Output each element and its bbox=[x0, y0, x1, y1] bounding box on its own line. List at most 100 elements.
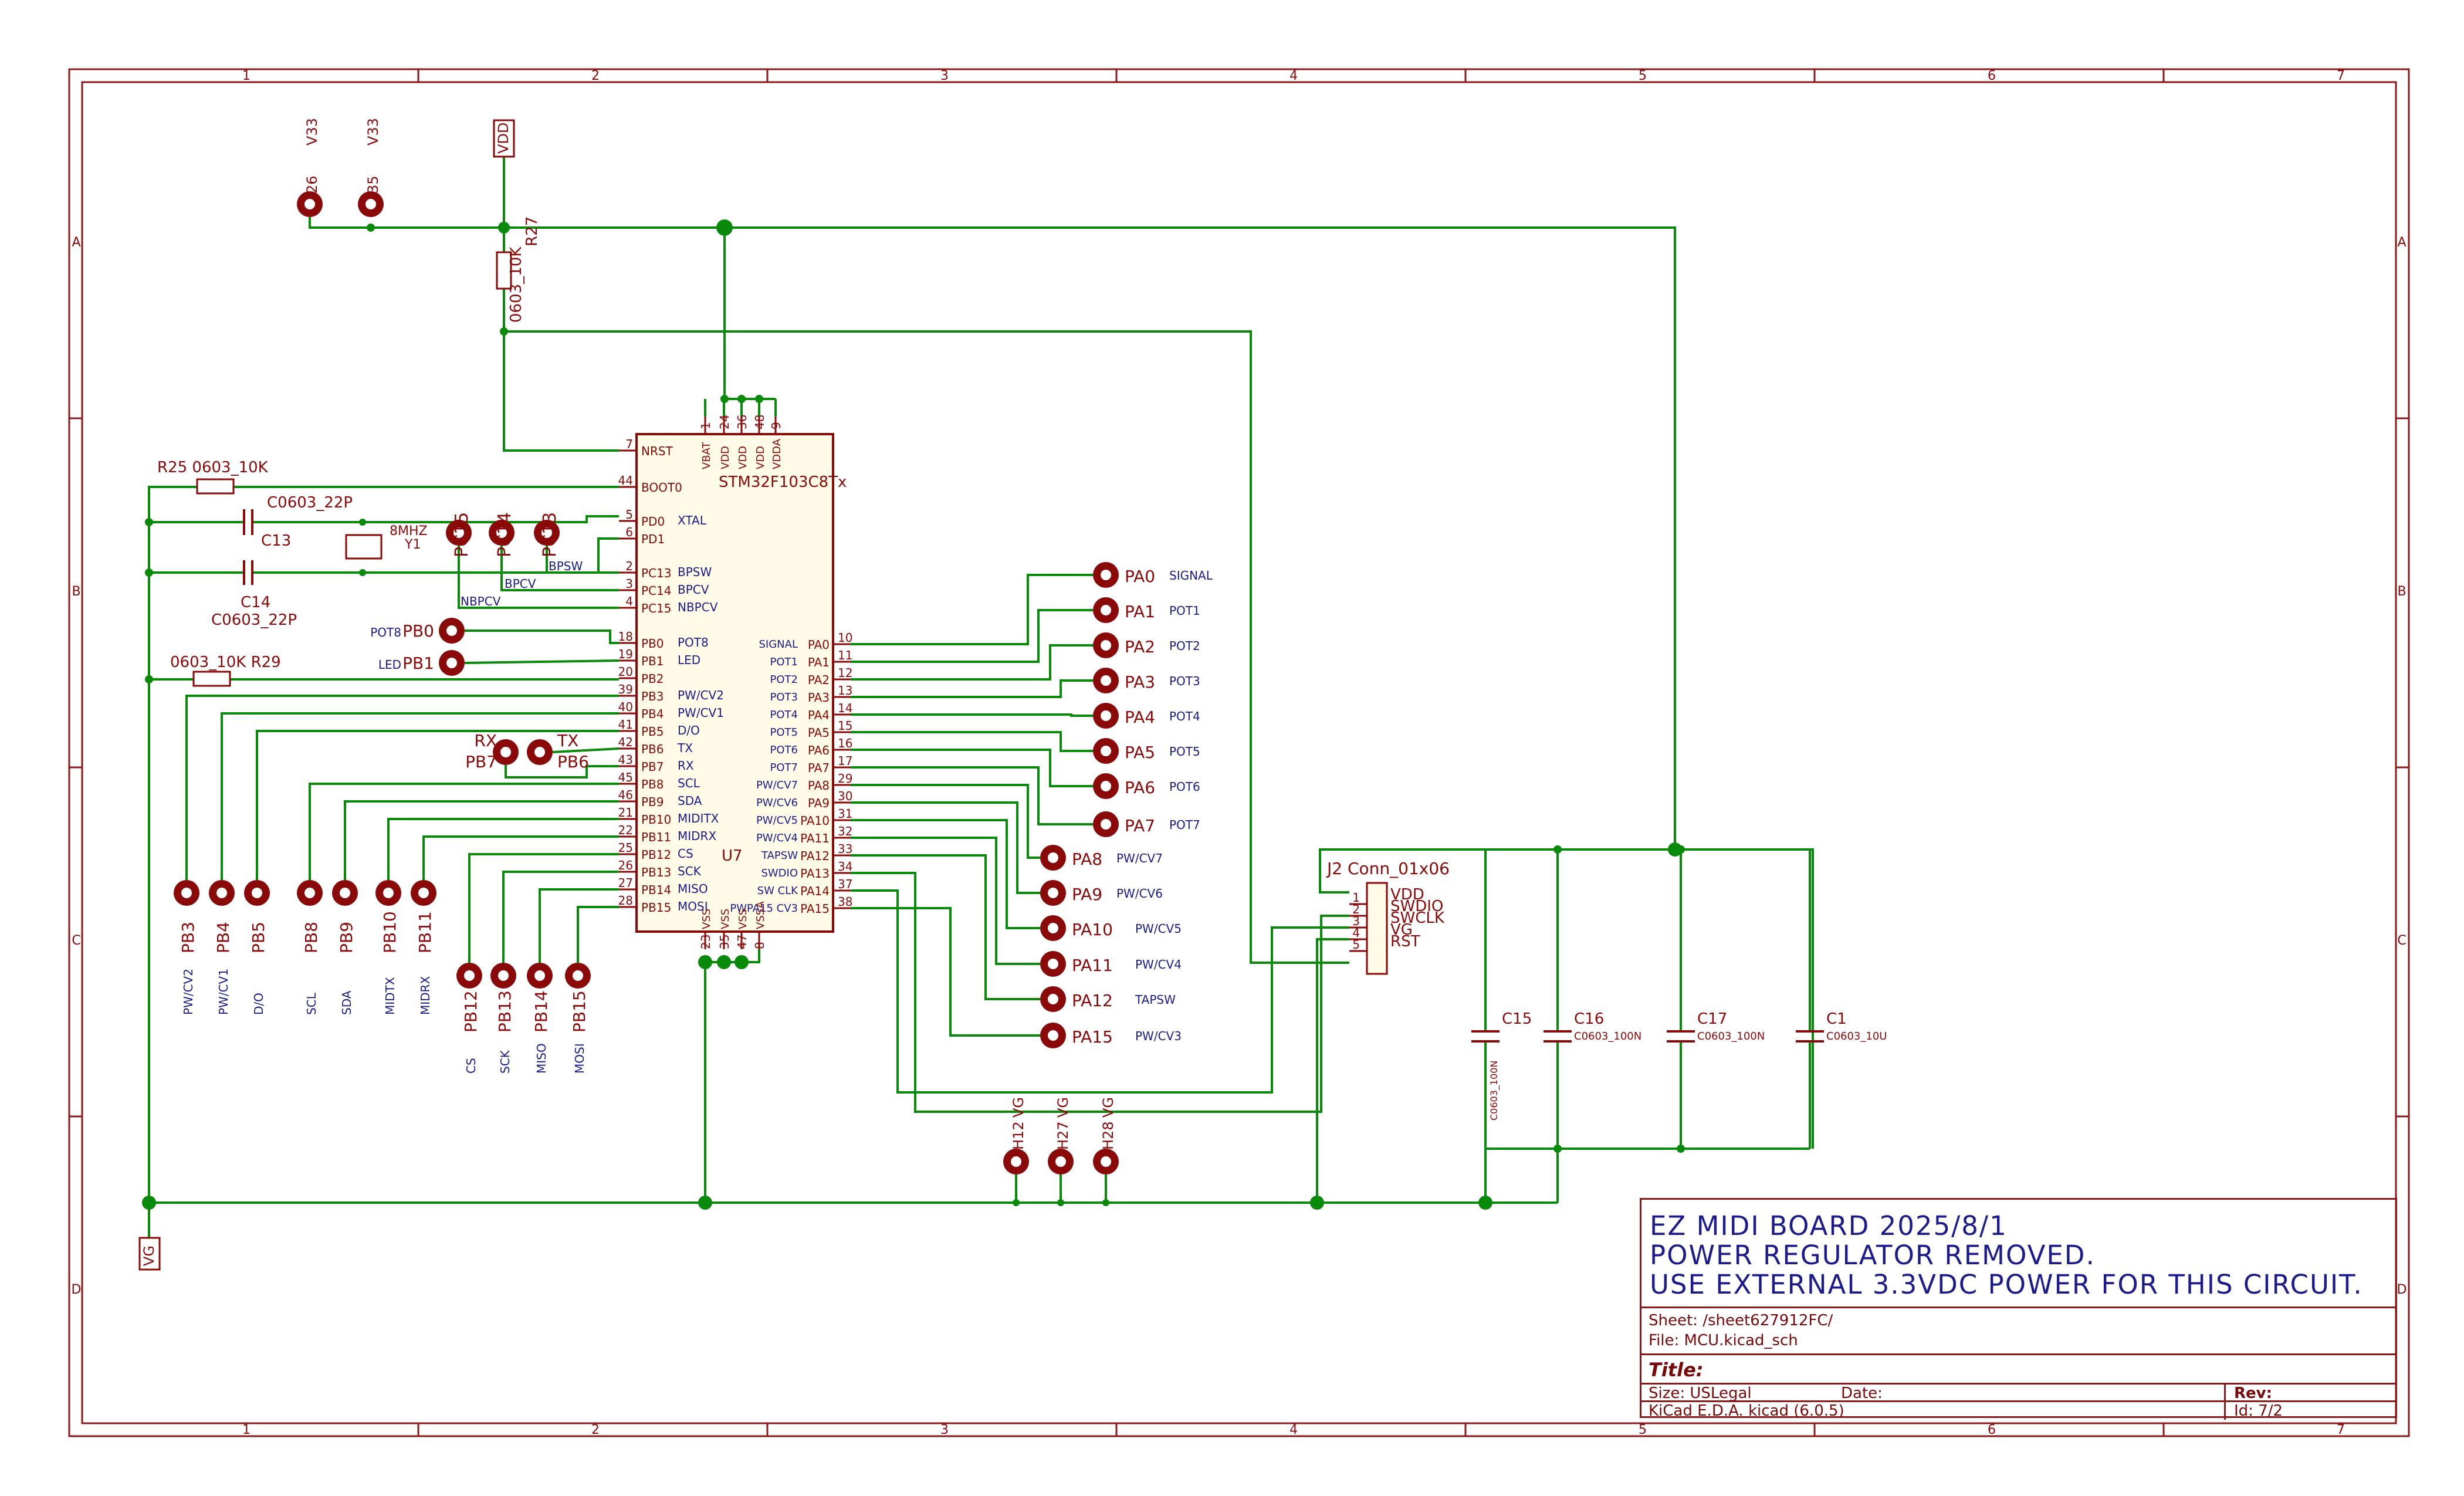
mcu-pin-name: VDDA bbox=[771, 438, 783, 469]
mcu-pin-number: 4 bbox=[625, 594, 633, 608]
pad-pb6-hole bbox=[534, 747, 545, 757]
pad-label: PB10 bbox=[380, 911, 400, 953]
pad-label: PB12 bbox=[461, 990, 480, 1033]
pad-net: V33 bbox=[365, 118, 381, 145]
pad-label: PB3 bbox=[178, 922, 198, 953]
crystal-ref: Y1 bbox=[404, 537, 421, 552]
wire bbox=[851, 801, 1040, 894]
wire bbox=[851, 854, 1040, 1000]
pad-label: PA1 bbox=[1125, 602, 1155, 621]
mcu-pin-alias: POT5 bbox=[770, 726, 798, 739]
mcu-ref: U7 bbox=[722, 847, 743, 865]
frame-col-label: 4 bbox=[1289, 1423, 1298, 1437]
j2-label: J2 Conn_01x06 bbox=[1326, 859, 1450, 878]
mcu-pin-name: VSS bbox=[719, 909, 732, 929]
net-label: POT7 bbox=[1169, 818, 1200, 832]
mcu-pin-number: 2 bbox=[625, 559, 633, 573]
hole-ref: H27 bbox=[1055, 1121, 1071, 1150]
pad-pb12-hole bbox=[464, 970, 475, 981]
mcu-pin-number: 27 bbox=[618, 876, 633, 890]
mcu-pin-name: PA5 bbox=[808, 726, 830, 740]
mcu-pin-name: PB14 bbox=[641, 883, 671, 897]
mcu-pin-name: PA12 bbox=[800, 849, 830, 863]
mcu-pin-name: PB10 bbox=[641, 813, 671, 827]
wire bbox=[458, 546, 619, 609]
frame-row-label: B bbox=[2397, 584, 2406, 599]
wire bbox=[387, 818, 619, 880]
mcu-pin-number: 28 bbox=[618, 893, 633, 908]
c14-ref: C14 bbox=[241, 594, 270, 611]
mcu-pin-number: 31 bbox=[838, 807, 852, 821]
wire bbox=[344, 800, 619, 880]
net-label: SIGNAL bbox=[1169, 568, 1213, 583]
frame-col-label: 1 bbox=[242, 69, 251, 83]
mcu-pin-alias: POT1 bbox=[770, 656, 798, 668]
mcu-pin-name: PB15 bbox=[641, 901, 671, 915]
mcu-pin-name: VDD bbox=[754, 446, 767, 469]
mcu-pin-name: PD0 bbox=[641, 515, 665, 529]
wire bbox=[185, 695, 619, 880]
mcu-pin-name: VSS bbox=[700, 909, 713, 929]
mcu-pin-number: 44 bbox=[618, 473, 633, 488]
mcu-pin-name: PB2 bbox=[641, 672, 664, 686]
mcu-pin-alias: PW/CV7 bbox=[756, 779, 798, 791]
wire bbox=[851, 644, 1093, 681]
wire bbox=[256, 730, 619, 880]
junction-dot bbox=[1553, 845, 1562, 854]
mcu-pin-alias: TAPSW bbox=[761, 849, 798, 862]
pad-label: PA15 bbox=[1072, 1027, 1113, 1047]
frame-row-label: A bbox=[72, 235, 80, 250]
mcu-pin-number: 45 bbox=[618, 770, 633, 784]
r25-label: R25 0603_10K bbox=[157, 459, 269, 476]
mcu-pin-alias: D/O bbox=[678, 723, 700, 737]
pad-label: PA2 bbox=[1125, 637, 1155, 656]
vdd-flag-label: VDD bbox=[495, 123, 512, 154]
wire bbox=[468, 853, 619, 963]
mcu-pin-name: PA15 bbox=[800, 902, 830, 916]
file-name: File: MCU.kicad_sch bbox=[1649, 1332, 1798, 1349]
pad-number: 35 bbox=[365, 175, 381, 194]
mcu-pin-alias: PW/CV1 bbox=[678, 706, 724, 720]
net-label: NBPCV bbox=[461, 594, 501, 608]
wire bbox=[851, 713, 1093, 717]
mcu-pin-number: 36 bbox=[735, 415, 749, 429]
pad-label: PB4 bbox=[214, 922, 233, 953]
mcu-pin-number: 38 bbox=[838, 895, 852, 909]
wire bbox=[546, 546, 619, 574]
frame-col-label: 6 bbox=[1988, 69, 1996, 83]
frame-col-label: 6 bbox=[1988, 1423, 1996, 1437]
pad-pa12-hole bbox=[1048, 994, 1058, 1004]
wire bbox=[503, 289, 619, 452]
mcu-pin-alias: RX bbox=[678, 759, 694, 773]
junction-dot bbox=[717, 955, 731, 969]
vg-flag-label: VG bbox=[141, 1245, 157, 1266]
hole-ref: H12 bbox=[1010, 1121, 1027, 1150]
net-label: MIDRX bbox=[418, 976, 432, 1015]
mcu-pin-name: PD1 bbox=[641, 532, 665, 546]
junction-dot bbox=[1310, 1196, 1324, 1210]
wire bbox=[552, 747, 620, 753]
wire bbox=[504, 330, 1349, 964]
crystal-value: 8MHZ bbox=[390, 524, 428, 539]
pad-pb4-hole bbox=[216, 888, 227, 898]
mcu-pin-name: PB11 bbox=[641, 830, 671, 844]
mcu-pin-name: PC14 bbox=[641, 584, 671, 598]
mcu-pin-alias: POT4 bbox=[770, 709, 798, 721]
vdd-flag bbox=[493, 119, 515, 158]
cap-value: C0603_100N bbox=[1697, 1030, 1765, 1043]
inner-border bbox=[81, 81, 2397, 1424]
net-label: POT5 bbox=[1169, 744, 1200, 759]
frame-col-label: 5 bbox=[1639, 1423, 1647, 1437]
pad-tag: RX bbox=[474, 731, 497, 750]
mcu-pin-alias: POT2 bbox=[770, 673, 798, 686]
j2-pin-number: 2 bbox=[1352, 902, 1360, 916]
pad-number: 26 bbox=[304, 175, 320, 194]
pad-label: PB8 bbox=[302, 922, 321, 953]
mcu-pin-number: 17 bbox=[838, 754, 852, 768]
mcu-pin-number: 39 bbox=[618, 682, 633, 696]
mcu-pin-alias: MIDITX bbox=[678, 811, 719, 825]
net-label: POT2 bbox=[1169, 639, 1200, 653]
mcu-pin-name: PA1 bbox=[808, 655, 830, 669]
mcu-pin-name: BOOT0 bbox=[641, 480, 682, 495]
mcu-pin-number: 14 bbox=[838, 701, 852, 715]
